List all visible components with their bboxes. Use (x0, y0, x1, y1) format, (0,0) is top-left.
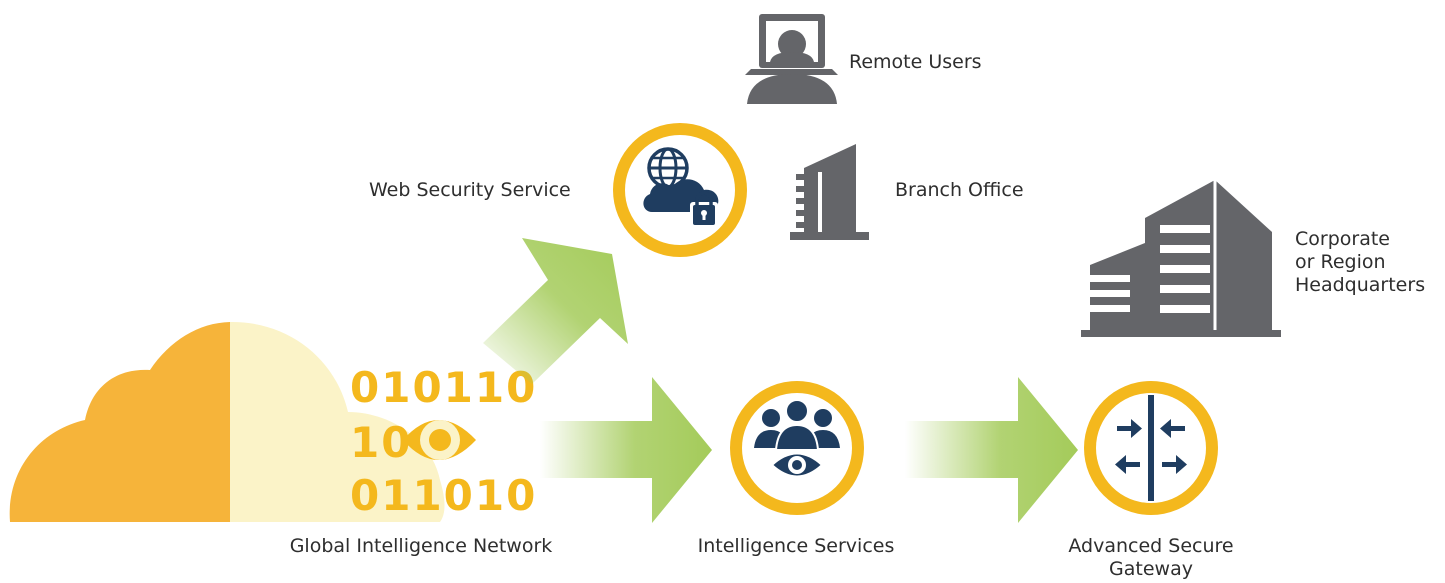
advanced-secure-gateway-label-line-2: Gateway (1109, 558, 1193, 580)
global-intelligence-network-label: Global Intelligence Network (289, 535, 553, 557)
buildings-icon (1081, 180, 1281, 337)
corporate-hq-label-line-2: or Region (1295, 251, 1386, 273)
binary-eye-icon: 010110 10 011010 (350, 363, 537, 520)
binary-row-1: 010110 (350, 363, 537, 412)
remote-users-label: Remote Users (849, 51, 982, 73)
computer-user-icon (745, 14, 838, 104)
corporate-hq-label-line-3: Headquarters (1295, 274, 1426, 296)
arrow-to-secure-gateway (905, 377, 1078, 523)
global-intelligence-network-cloud (9, 322, 445, 522)
advanced-secure-gateway-label-line-1: Advanced Secure (1068, 535, 1234, 557)
intelligence-services-label: Intelligence Services (697, 535, 895, 557)
arrow-to-intelligence-services (540, 377, 712, 523)
advanced-secure-gateway-node (1084, 381, 1218, 515)
branch-office-label: Branch Office (895, 179, 1024, 201)
arrow-to-web-security (483, 238, 628, 384)
web-security-service-label: Web Security Service (369, 179, 571, 201)
web-security-service-node (613, 123, 747, 257)
intelligence-services-node (730, 381, 864, 515)
people-eye-icon (754, 399, 840, 478)
globe-cloud-lock-icon (643, 147, 719, 228)
eye-icon (403, 420, 476, 460)
binary-row-3: 011010 (350, 471, 537, 520)
building-icon (790, 144, 869, 240)
binary-row-2: 10 (350, 418, 412, 467)
advanced-secure-gateway-label: Advanced Secure Gateway (1068, 535, 1233, 581)
gateway-arrows-icon (1115, 395, 1187, 501)
corporate-hq-label: Corporate or Region Headquarters (1295, 228, 1425, 297)
corporate-hq-label-line-1: Corporate (1295, 228, 1390, 250)
